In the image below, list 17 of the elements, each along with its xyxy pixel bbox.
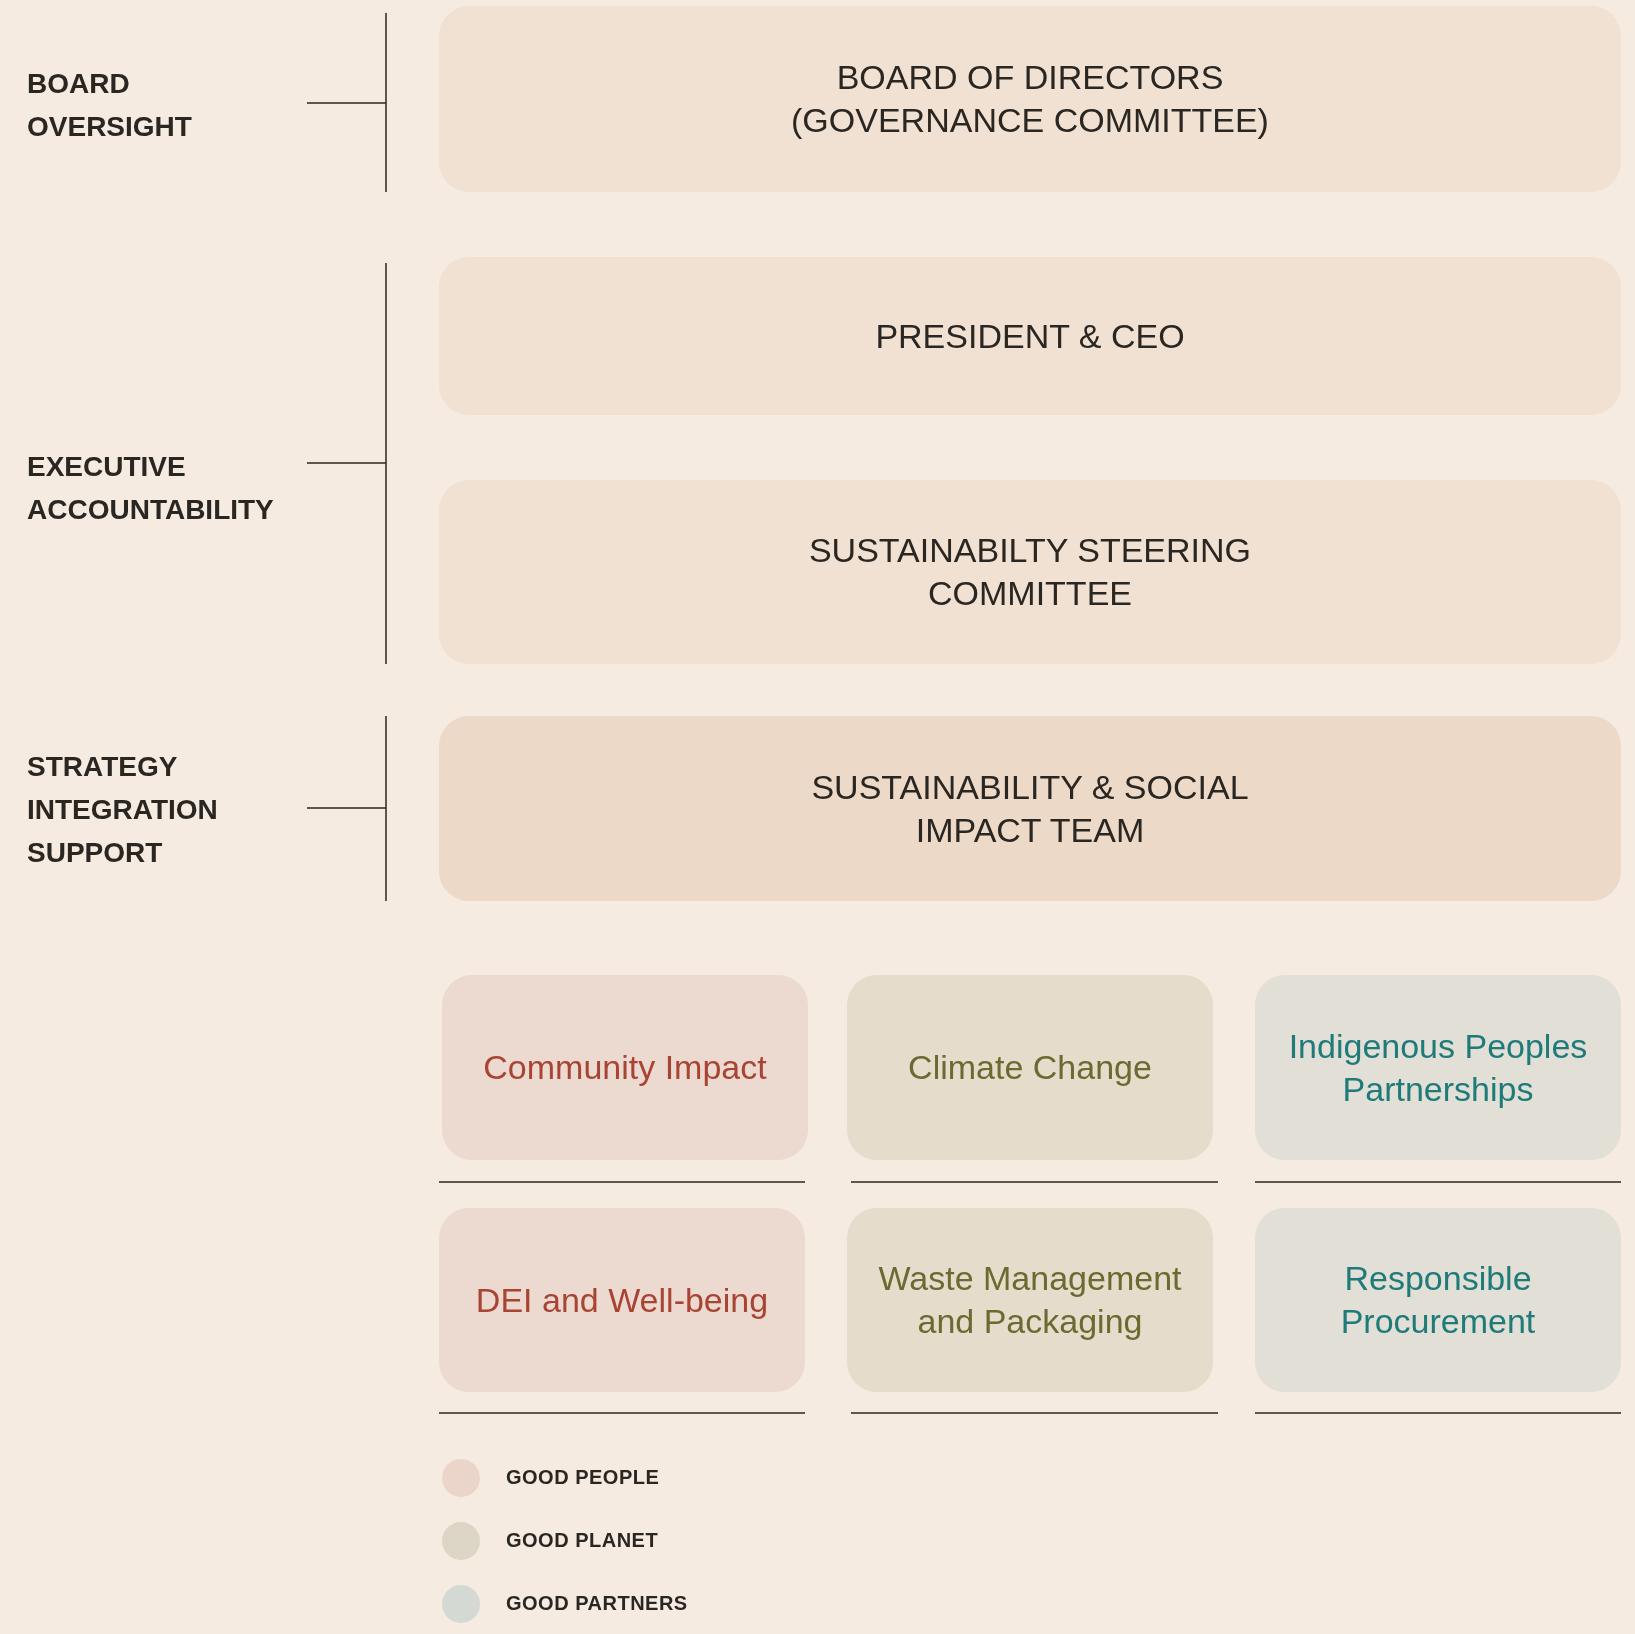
org-level-box: [439, 716, 1621, 901]
focus-area-title: Climate Change: [908, 1047, 1152, 1088]
level-label: STRATEGY INTEGRATION SUPPORT: [27, 750, 219, 870]
legend-label: GOOD PLANET: [506, 1529, 659, 1552]
box-title: SUSTAINABILTY STEERING COMMITTEE: [807, 530, 1253, 614]
level-label: BOARD OVERSIGHT: [27, 67, 193, 144]
box-title: PRESIDENT & CEO: [875, 315, 1185, 357]
legend-label: GOOD PARTNERS: [506, 1592, 688, 1615]
focus-area-title: Indigenous Peoples Partnerships: [1287, 1025, 1589, 1110]
level-label: EXECUTIVE ACCOUNTABILITY: [27, 450, 275, 527]
focus-area-title: Responsible Procurement: [1339, 1258, 1537, 1342]
box-title: SUSTAINABILITY & SOCIAL IMPACT TEAM: [810, 766, 1250, 851]
focus-area-title: Waste Management and Packaging: [877, 1258, 1183, 1342]
focus-area-title: Community Impact: [483, 1047, 767, 1088]
box-title: BOARD OF DIRECTORS (GOVERNANCE COMMITTEE): [790, 57, 1270, 141]
legend-label: GOOD PEOPLE: [506, 1466, 660, 1489]
focus-area-title: DEI and Well-being: [475, 1279, 769, 1321]
